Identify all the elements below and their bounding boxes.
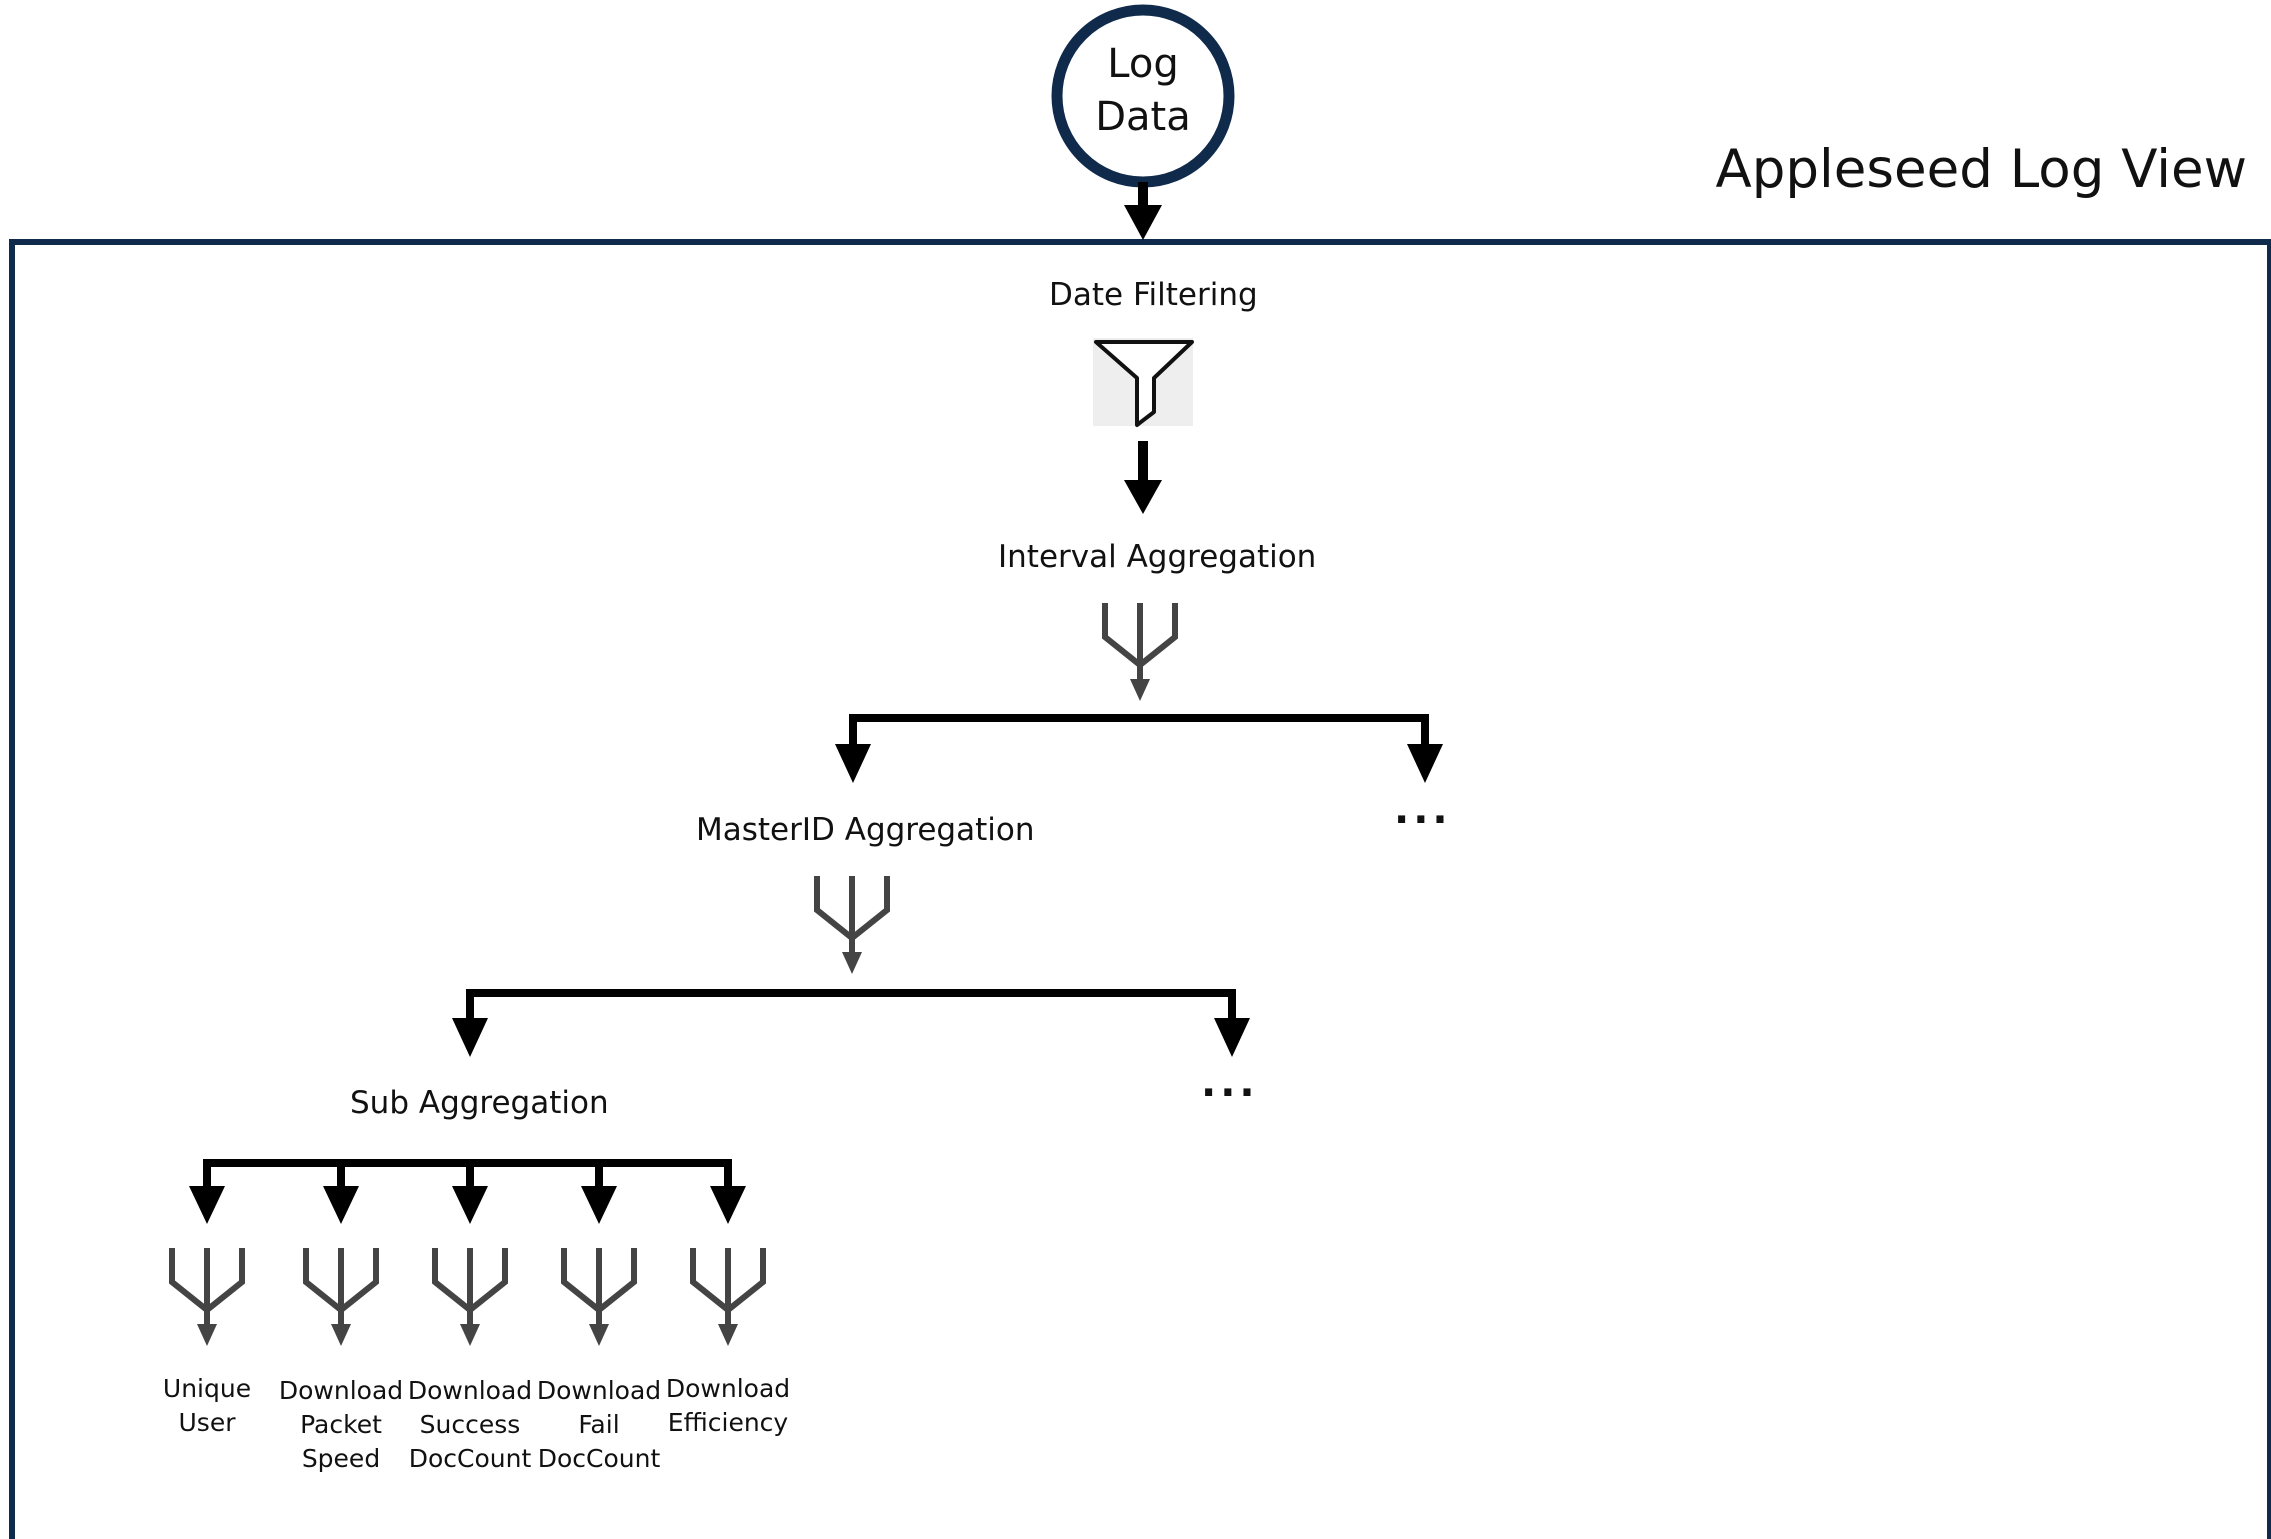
leaf-line: Fail <box>578 1410 620 1439</box>
leaf-line: DocCount <box>537 1444 661 1473</box>
leaf-line: Efficiency <box>667 1408 789 1437</box>
masterid-branch-connector <box>466 989 1236 1022</box>
date-filtering-label: Date Filtering <box>1049 277 1258 313</box>
interval-aggregation-icon <box>1105 603 1175 701</box>
leaf-line: Unique <box>162 1374 252 1403</box>
arrow-to-sub-aggregation <box>452 1018 488 1057</box>
arrow-to-unique-user <box>189 1186 225 1224</box>
arrow-to-interval-more <box>1407 744 1443 783</box>
arrow-to-success-doccount <box>452 1186 488 1224</box>
leaf-line: User <box>178 1408 236 1437</box>
masterid-aggregation-icon <box>817 876 887 974</box>
efficiency-aggregation-icon <box>693 1248 763 1346</box>
leaf-download-packet-speed: Download Packet Speed <box>271 1374 411 1476</box>
view-title: Appleseed Log View <box>1715 139 2247 200</box>
masterid-more-ellipsis: ··· <box>1201 1070 1259 1116</box>
leaf-download-fail-doccount: Download Fail DocCount <box>529 1374 669 1476</box>
interval-aggregation-label: Interval Aggregation <box>998 539 1317 575</box>
interval-more-ellipsis: ··· <box>1394 797 1452 843</box>
leaf-unique-user: Unique User <box>137 1372 277 1440</box>
leaf-line: Speed <box>301 1444 381 1473</box>
leaf-line: Packet <box>300 1410 382 1439</box>
sub-branch-connector <box>203 1159 732 1190</box>
masterid-aggregation-label: MasterID Aggregation <box>696 812 1035 848</box>
leaf-download-success-doccount: Download Success DocCount <box>400 1374 540 1476</box>
leaf-line: Download <box>665 1374 791 1403</box>
success-doccount-aggregation-icon <box>435 1248 505 1346</box>
unique-user-aggregation-icon <box>172 1248 242 1346</box>
packet-speed-aggregation-icon <box>306 1248 376 1346</box>
leaf-line: DocCount <box>408 1444 532 1473</box>
interval-branch-connector <box>849 714 1429 748</box>
log-view-frame <box>9 239 2271 1539</box>
leaf-download-efficiency: Download Efficiency <box>658 1372 798 1440</box>
arrow-to-masterid <box>835 744 871 783</box>
leaf-line: Success <box>419 1410 521 1439</box>
arrow-to-masterid-more <box>1214 1018 1250 1057</box>
arrow-to-fail-doccount <box>581 1186 617 1224</box>
log-data-line-2: Data <box>1095 94 1191 140</box>
arrow-to-efficiency <box>710 1186 746 1224</box>
arrow-source-to-date-filter <box>1124 182 1162 240</box>
leaf-line: Download <box>536 1376 662 1405</box>
filter-funnel-icon <box>1093 338 1194 427</box>
sub-aggregation-label: Sub Aggregation <box>350 1085 609 1121</box>
leaf-line: Download <box>407 1376 533 1405</box>
leaf-line: Download <box>278 1376 404 1405</box>
fail-doccount-aggregation-icon <box>564 1248 634 1346</box>
arrow-filter-to-interval <box>1124 441 1162 514</box>
log-data-line-1: Log <box>1107 41 1179 87</box>
arrow-to-packet-speed <box>323 1186 359 1224</box>
